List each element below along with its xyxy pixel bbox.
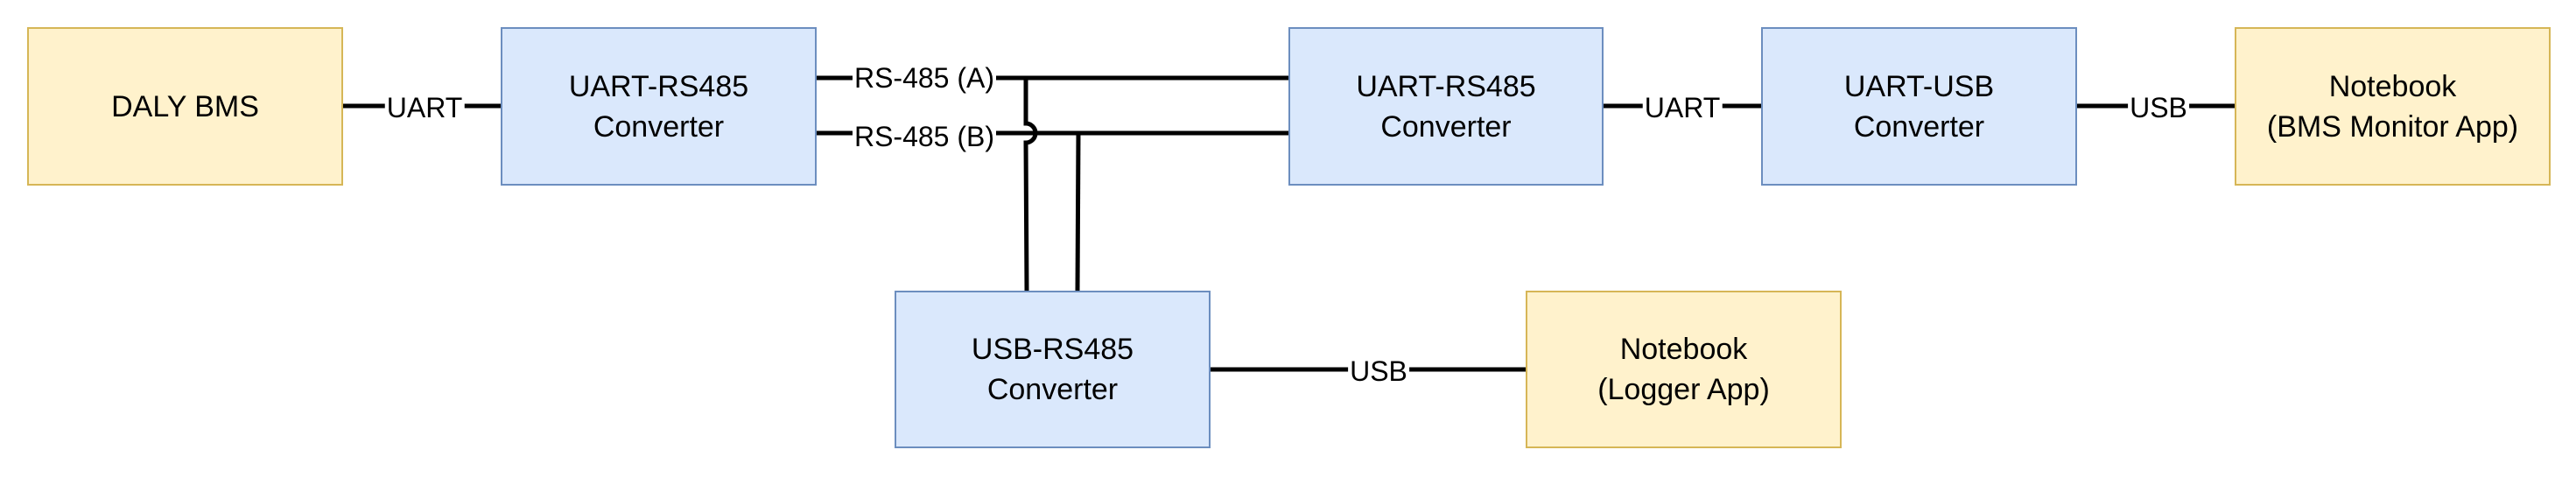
node-label: Notebook	[2328, 69, 2457, 103]
node-label: UART-RS485	[568, 69, 749, 103]
edge-label-usb-monitor: USB	[2128, 92, 2189, 123]
node-uart-rs485-right: UART-RS485 Converter	[1288, 27, 1604, 186]
node-label: USB-RS485	[971, 333, 1134, 366]
edge-label-rs485-b: RS-485 (B)	[852, 121, 997, 152]
node-label: Converter	[1380, 109, 1512, 144]
node-notebook-logger: Notebook (Logger App)	[1526, 291, 1842, 448]
node-uart-rs485-left: UART-RS485 Converter	[501, 27, 817, 186]
node-label: (Logger App)	[1597, 373, 1770, 406]
edge-rs485-a-drop	[1023, 78, 1038, 292]
node-label: Notebook	[1619, 333, 1748, 366]
edge-label-usb-logger: USB	[1348, 355, 1409, 387]
node-label: Converter	[593, 109, 725, 144]
node-usb-rs485: USB-RS485 Converter	[895, 291, 1211, 448]
edge-label-rs485-a: RS-485 (A)	[852, 62, 997, 94]
edge-rs485-b-drop	[1075, 132, 1081, 292]
node-daly-bms: DALY BMS	[27, 27, 343, 186]
node-label: (BMS Monitor App)	[2266, 109, 2519, 144]
node-label: Converter	[1853, 109, 1985, 144]
node-label: Converter	[986, 373, 1119, 406]
edge-label-uart-left: UART	[384, 92, 465, 123]
node-label: DALY BMS	[111, 89, 259, 123]
node-label: UART-USB	[1843, 69, 1995, 103]
edge-label-uart-right: UART	[1642, 92, 1723, 123]
node-notebook-monitor: Notebook (BMS Monitor App)	[2235, 27, 2551, 186]
node-uart-usb: UART-USB Converter	[1761, 27, 2077, 186]
node-label: UART-RS485	[1356, 69, 1536, 103]
